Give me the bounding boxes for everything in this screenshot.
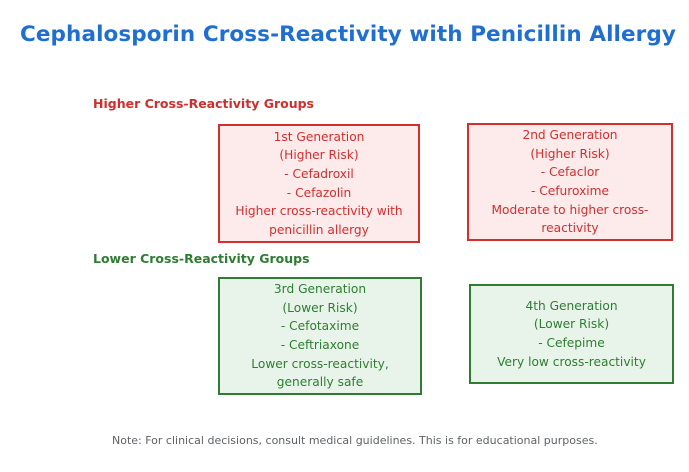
cross-reactivity-note: Moderate to higher cross-reactivity [491, 202, 649, 236]
risk-level: (Higher Risk) [279, 148, 359, 163]
risk-level: (Lower Risk) [282, 300, 358, 315]
footer-disclaimer-note: Note: For clinical decisions, consult me… [112, 434, 598, 447]
drug-item: - Cefepime [538, 336, 605, 350]
cross-reactivity-note: Lower cross-reactivity, generally safe [251, 356, 393, 390]
generation-box-3rd[interactable]: 3rd Generation (Lower Risk) - Cefotaxime… [218, 277, 422, 395]
drug-item: - Cefuroxime [530, 184, 610, 198]
generation-box-1st[interactable]: 1st Generation (Higher Risk) - Cefadroxi… [218, 124, 420, 243]
cross-reactivity-note: Higher cross-reactivity with penicillin … [235, 204, 407, 237]
section-label-higher-cross-reactivity: Higher Cross-Reactivity Groups [93, 96, 314, 111]
generation-box-4th[interactable]: 4th Generation (Lower Risk) - Cefepime V… [469, 284, 674, 384]
drug-item: - Cefazolin [286, 185, 352, 200]
drug-item: - Cefotaxime [280, 319, 360, 334]
drug-item: - Ceftriaxone [280, 338, 360, 352]
cross-reactivity-note: Very low cross-reactivity [497, 354, 646, 369]
generation-title: 4th Generation [525, 298, 618, 313]
drug-item: - Cefadroxil [284, 166, 354, 181]
generation-title: 1st Generation [273, 129, 365, 144]
section-label-lower-cross-reactivity: Lower Cross-Reactivity Groups [93, 251, 310, 266]
risk-level: (Higher Risk) [530, 146, 610, 161]
generation-box-2nd[interactable]: 2nd Generation (Higher Risk) - Cefaclor … [467, 123, 673, 241]
generation-title: 3rd Generation [273, 282, 367, 297]
generation-title: 2nd Generation [522, 128, 618, 143]
drug-item: - Cefaclor [540, 165, 600, 180]
page-title: Cephalosporin Cross-Reactivity with Peni… [20, 22, 676, 47]
risk-level: (Lower Risk) [533, 317, 610, 332]
